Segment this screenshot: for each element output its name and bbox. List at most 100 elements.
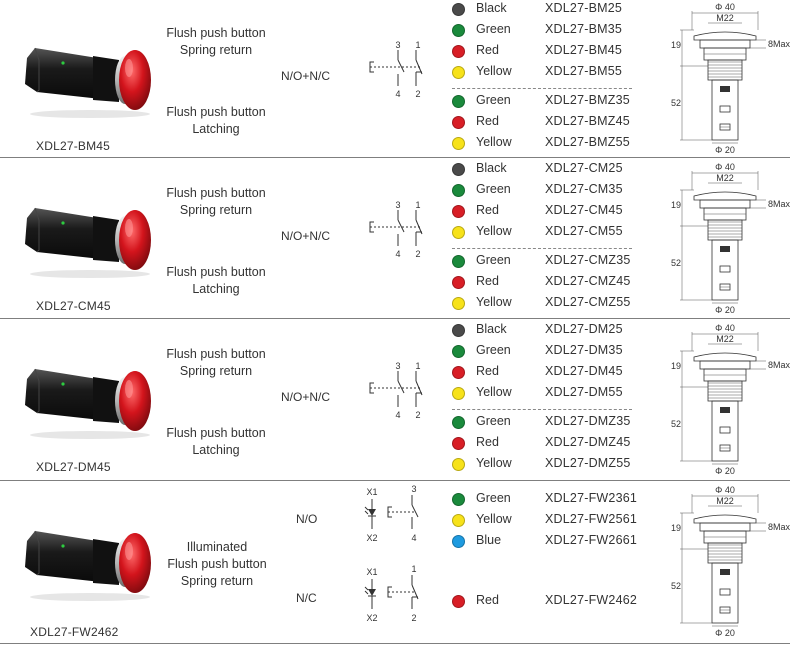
order-code: XDL27-DM25 [545,322,623,336]
color-swatch-red [452,116,465,129]
color-swatch-yellow [452,226,465,239]
color-name: Blue [476,533,502,547]
dim-label-d20: Φ 20 [715,145,735,155]
color-swatch-red [452,276,465,289]
dim-label-h52: 52 [671,98,681,108]
contact-type-no: N/O [296,512,318,526]
description-illuminated-line: Spring return [180,574,254,588]
dim-label-8max: 8Max [768,522,790,532]
color-swatch-yellow [452,137,465,150]
description-latching-line: Flush push button [166,105,266,119]
pin-label: 2 [415,89,420,99]
color-name: Green [476,22,511,36]
color-swatch-yellow [452,514,465,527]
order-code: XDL27-BMZ55 [545,135,630,149]
dim-label-d20: Φ 20 [715,305,735,315]
contact-type: N/O+N/C [281,229,331,243]
color-name: Black [476,322,507,336]
color-name: Red [476,274,499,288]
color-swatch-yellow [452,458,465,471]
led-icon [368,509,376,516]
order-code: XDL27-BM55 [545,64,623,78]
color-swatch-blue [452,535,465,548]
color-swatch-red [452,205,465,218]
description-latching-line: Flush push button [166,265,266,279]
dim-label-8max: 8Max [768,360,790,370]
color-name: Red [476,593,499,607]
push-button-photo [25,368,151,439]
color-name: Yellow [476,224,512,238]
color-name: Red [476,364,499,378]
color-name: Yellow [476,135,512,149]
dashed-divider [452,409,632,410]
color-name: Green [476,93,511,107]
color-name: Green [476,491,511,505]
section-divider [0,480,790,481]
pin-label: 4 [395,89,400,99]
description-spring-line: Flush push button [166,347,266,361]
color-swatch-black [452,3,465,16]
description-spring-line: Flush push button [166,186,266,200]
contact-type: N/O+N/C [281,69,331,83]
section-divider [0,157,790,158]
pin-label: 3 [395,361,400,371]
order-code: XDL27-DMZ35 [545,414,631,428]
color-swatch-red [452,437,465,450]
section-divider [0,643,790,644]
order-code: XDL27-CM25 [545,161,623,175]
product-model: XDL27-CM45 [36,299,111,313]
color-swatch-yellow [452,297,465,310]
push-button-photo [25,530,151,601]
dim-label-8max: 8Max [768,39,790,49]
contact-type-nc: N/C [296,591,317,605]
order-code: XDL27-BMZ35 [545,93,630,107]
color-swatch-red [452,45,465,58]
color-name: Green [476,414,511,428]
dim-label-h19: 19 [671,361,681,371]
dim-label-8max: 8Max [768,199,790,209]
order-code: XDL27-CM35 [545,182,623,196]
led-icon [368,589,376,596]
order-code: XDL27-CMZ35 [545,253,631,267]
pin-label: 3 [395,40,400,50]
color-name: Red [476,435,499,449]
order-code: XDL27-FW2361 [545,491,638,505]
order-code: XDL27-DM55 [545,385,623,399]
color-swatch-yellow [452,66,465,79]
pin-label: 1 [415,40,420,50]
dim-label-h52: 52 [671,258,681,268]
order-code: XDL27-FW2561 [545,512,638,526]
color-swatch-green [452,345,465,358]
dim-label-h52: 52 [671,419,681,429]
description-latching-line: Latching [192,443,240,457]
contact-type: N/O+N/C [281,390,331,404]
color-swatch-green [452,24,465,37]
order-code: XDL27-DM45 [545,364,623,378]
pin-label: 4 [395,249,400,259]
order-code: XDL27-DMZ45 [545,435,631,449]
pin-label-x2: X2 [366,613,377,623]
description-latching-line: Latching [192,122,240,136]
order-code: XDL27-BM35 [545,22,623,36]
order-code: XDL27-DM35 [545,343,623,357]
description-spring-line: Spring return [179,203,253,217]
pin-label-x2: X2 [366,533,377,543]
color-name: Red [476,203,499,217]
color-name: Yellow [476,64,512,78]
color-name: Yellow [476,385,512,399]
pin-label: 1 [411,564,416,574]
push-button-photo [25,47,151,118]
pin-label: 4 [411,533,416,543]
dashed-divider [452,248,632,249]
order-code: XDL27-DMZ55 [545,456,631,470]
